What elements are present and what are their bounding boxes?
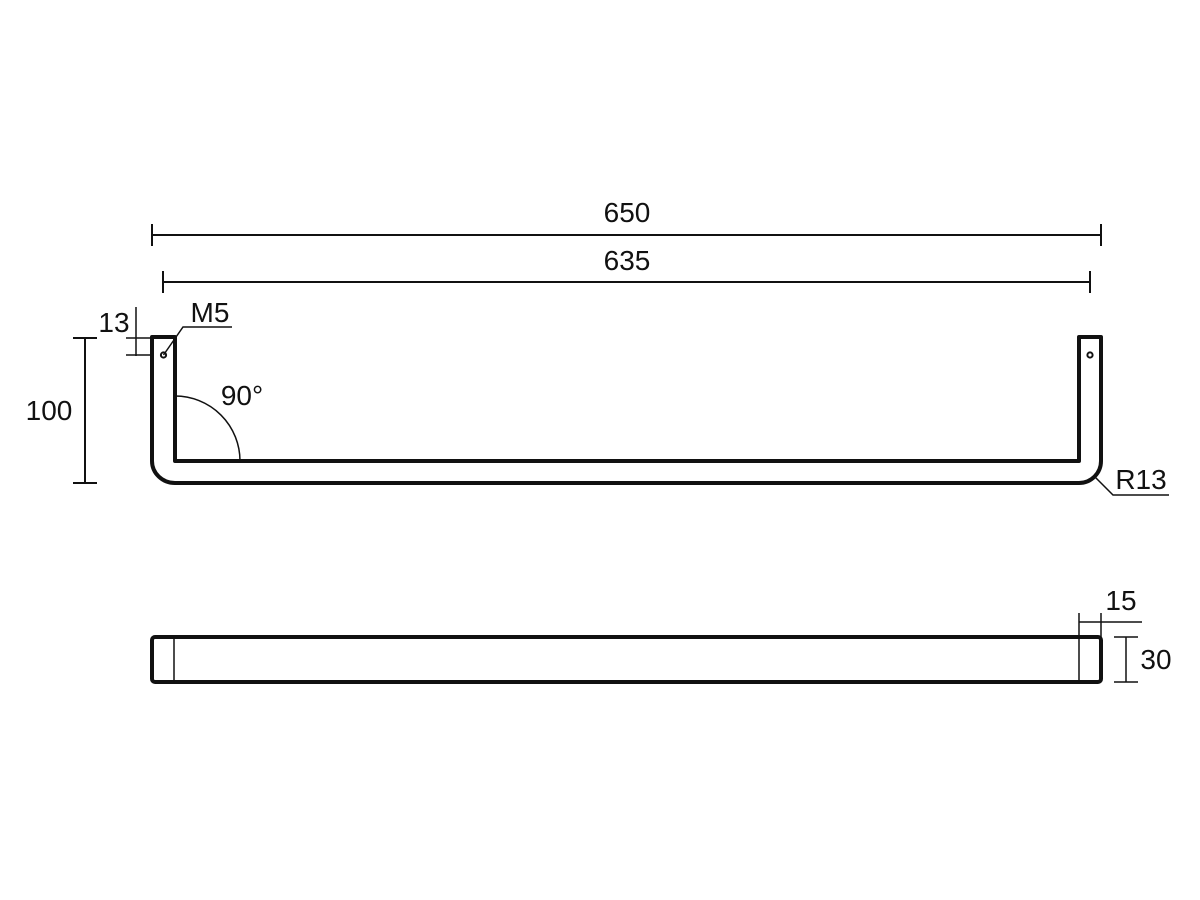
inner-length-label: 635 [604, 245, 651, 276]
dimension-650: 650 [151, 197, 1102, 246]
dimension-15: 15 [1078, 585, 1142, 637]
angle-label: 90° [221, 380, 263, 411]
bar-body [150, 635, 1103, 684]
side-view [150, 635, 1103, 684]
thread-label: M5 [191, 297, 230, 328]
radius-label: R13 [1115, 464, 1166, 495]
rail-outline [150, 335, 1103, 485]
dimension-635: 635 [162, 245, 1091, 293]
dimension-100: 100 [26, 337, 97, 484]
thread-callout: M5 [162, 297, 232, 356]
mounting-hole-left [159, 351, 168, 359]
angle-callout: 90° [174, 380, 263, 462]
overall-length-label: 650 [604, 197, 651, 228]
bar-depth-label: 30 [1140, 644, 1171, 675]
mounting-hole-right [1086, 351, 1094, 359]
hole-offset-label: 13 [98, 307, 129, 338]
height-label: 100 [26, 395, 73, 426]
dimension-30: 30 [1114, 636, 1172, 683]
front-view [150, 335, 1103, 485]
bar-width-label: 15 [1105, 585, 1136, 616]
radius-callout: R13 [1093, 464, 1169, 496]
dimension-13: 13 [98, 307, 150, 356]
